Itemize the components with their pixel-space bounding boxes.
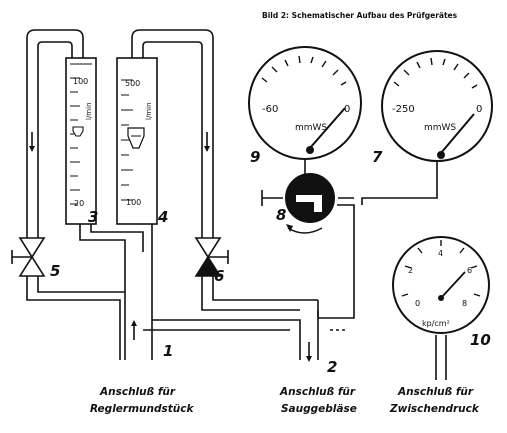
flowmeter-left-unit: l/min — [85, 102, 93, 120]
label-8: 8 — [276, 206, 286, 224]
label-2: 2 — [327, 358, 337, 376]
gauge-9: -60 0 mmWS — [248, 46, 362, 180]
label-1: 1 — [163, 342, 173, 360]
gauge-10: 0 2 4 6 8 kp/cm² — [392, 236, 490, 380]
label-7: 7 — [372, 148, 383, 166]
gauge-7: -250 0 mmWS — [361, 50, 493, 205]
float-icon — [72, 126, 84, 137]
flow-arrows — [29, 132, 312, 362]
gauge-10-needle — [440, 271, 466, 299]
pipe-network-left — [26, 29, 355, 360]
label-6: 6 — [214, 267, 224, 285]
gauge-9-zero-label: 0 — [344, 104, 350, 115]
gauge-10-tick-0: 0 — [415, 299, 420, 308]
label-5: 5 — [50, 262, 60, 280]
outlet-middle-line1: Anschluß für — [279, 386, 356, 398]
gauge-10-tick-8: 8 — [462, 299, 467, 308]
outlet-left-line2: Reglermundstück — [90, 403, 194, 415]
flowmeter-right-unit: l/min — [145, 102, 153, 120]
flowmeter-left: 100 20 l/min — [65, 57, 97, 225]
label-4: 4 — [157, 208, 168, 226]
flowmeter-left-tick-top: 100 — [73, 77, 88, 86]
gauge-7-needle — [440, 113, 475, 154]
valve-8 — [261, 173, 354, 234]
label-10: 10 — [470, 331, 491, 349]
gauge-9-needle — [309, 107, 346, 149]
flowmeter-right: 500 100 l/min — [116, 57, 158, 225]
outlet-right-line2: Zwischendruck — [389, 403, 480, 415]
label-9: 9 — [250, 148, 260, 166]
valve-5 — [11, 232, 46, 282]
gauge-10-tick-2: 2 — [408, 266, 413, 275]
outlet-right-line1: Anschluß für — [397, 386, 474, 398]
gauge-7-unit: mmWS — [424, 123, 456, 133]
gauge-7-min-label: -250 — [392, 104, 415, 115]
label-3: 3 — [88, 208, 98, 226]
gauge-9-unit: mmWS — [295, 123, 327, 133]
outlet-middle-line2: Sauggebläse — [281, 403, 357, 415]
figure-caption: Bild 2: Schematischer Aufbau des Prüfger… — [262, 11, 458, 20]
gauge-7-zero-label: 0 — [476, 104, 482, 115]
rotation-arrow-icon — [287, 227, 323, 234]
flowmeter-left-tick-bottom: 20 — [74, 199, 84, 208]
gauge-10-unit: kp/cm² — [422, 319, 450, 328]
flowmeter-right-tick-bottom: 100 — [126, 198, 141, 207]
flowmeter-right-tick-top: 500 — [125, 79, 140, 88]
float-icon — [127, 127, 145, 149]
gauge-10-tick-6: 6 — [467, 266, 472, 275]
gauge-10-tick-4: 4 — [438, 249, 443, 258]
gauge-9-min-label: -60 — [262, 104, 278, 115]
valve-6 — [194, 232, 229, 282]
outlet-left-line1: Anschluß für — [99, 386, 176, 398]
